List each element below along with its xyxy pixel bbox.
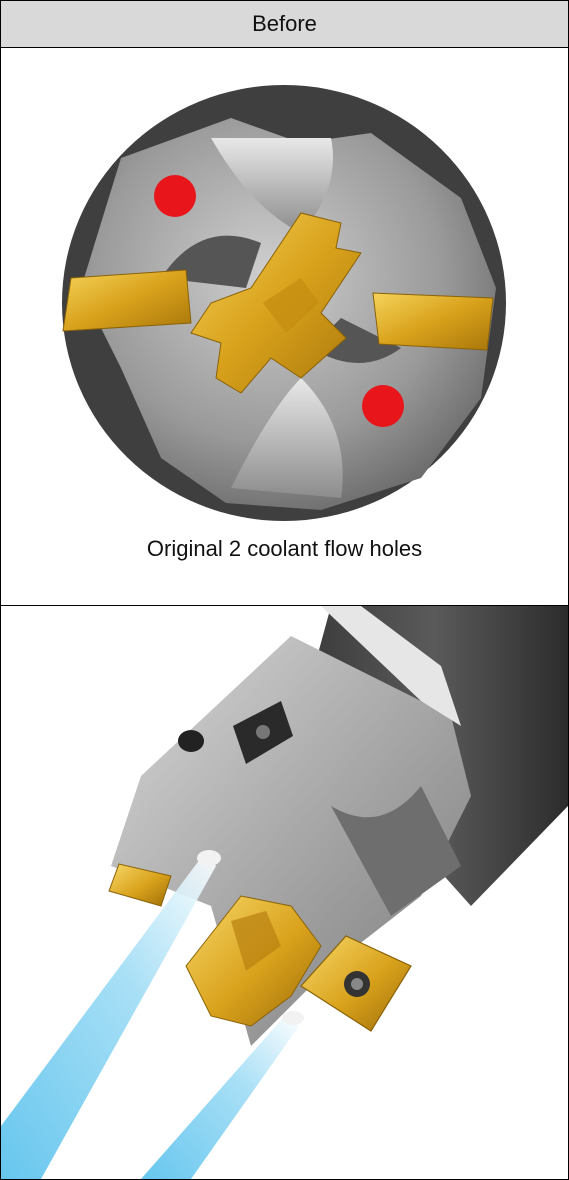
column-header-before: Before bbox=[1, 1, 568, 48]
coolant-jet bbox=[141, 1011, 299, 1179]
coolant-hole-marker bbox=[362, 385, 404, 427]
coolant-hole-marker bbox=[154, 175, 196, 217]
drill-head-front-view-icon bbox=[62, 85, 506, 521]
before-row-side-view bbox=[1, 606, 568, 1179]
before-row-front-view: Original 2 coolant flow holes bbox=[1, 48, 568, 606]
row-caption: Original 2 coolant flow holes bbox=[146, 536, 423, 561]
drill-coolant-spray-icon bbox=[1, 606, 568, 1179]
coolant-jet bbox=[1, 851, 216, 1179]
